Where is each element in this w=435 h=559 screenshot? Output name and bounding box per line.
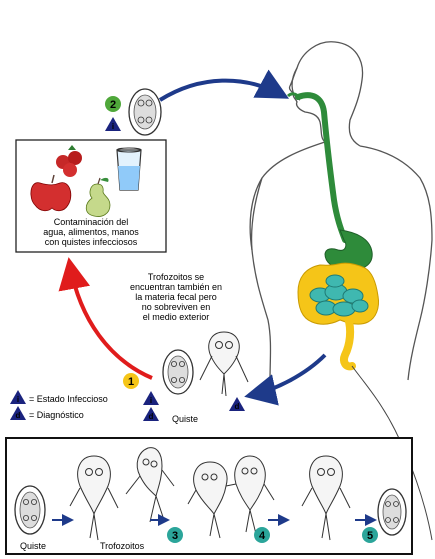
svg-text:i: i <box>17 395 19 404</box>
trophozoites-label-bottom: Trofozoitos <box>100 541 145 551</box>
bottom-trophozoite-1 <box>69 455 119 541</box>
stage1-trophozoite <box>199 331 249 397</box>
svg-text:d: d <box>16 411 21 420</box>
svg-text:encuentran también en: encuentran también en <box>130 282 222 292</box>
arrow-to-mouth <box>158 69 290 102</box>
legend-diagnostic: d = Diagnóstico <box>10 406 84 420</box>
stage1-infectious-marker: i <box>143 391 159 405</box>
stage1-diagnostic-marker: d <box>143 407 159 421</box>
contamination-box: Contaminación del agua, alimentos, manos… <box>15 139 167 253</box>
svg-text:d: d <box>235 402 240 411</box>
svg-text:Trofozoitos se: Trofozoitos se <box>148 272 204 282</box>
step-number: 2 <box>110 99 116 111</box>
infectious-symbol: i <box>112 122 114 131</box>
contamination-line-2: agua, alimentos, manos <box>43 227 139 237</box>
step-badge-3: 3 <box>167 527 183 543</box>
human-body-outline <box>249 41 433 381</box>
stage1-cyst <box>162 349 194 395</box>
water-glass-icon <box>116 147 142 191</box>
small-intestine <box>309 274 369 317</box>
svg-text:= Diagnóstico: = Diagnóstico <box>29 410 84 420</box>
bottom-dividing-trophozoites <box>187 455 275 539</box>
esophagus <box>295 92 348 243</box>
svg-text:d: d <box>149 412 154 421</box>
step-badge-5: 5 <box>362 527 378 543</box>
exit-arrow <box>244 353 327 406</box>
step-badge-4: 4 <box>254 527 270 543</box>
svg-text:no sobreviven en: no sobreviven en <box>142 302 211 312</box>
raspberry-icon <box>56 145 82 177</box>
bottom-cyst-left <box>14 485 46 535</box>
bottom-trophozoite-2 <box>125 447 175 523</box>
intestinal-stages-box: Quiste Trofozoitos 3 <box>5 437 413 555</box>
apple-icon <box>30 174 72 212</box>
contamination-line-1: Contaminación del <box>54 217 129 227</box>
legend-infectious: i = Estado Infeccioso <box>10 390 108 404</box>
legend: i = Estado Infeccioso d = Diagnóstico <box>10 390 108 420</box>
bottom-cyst-right <box>377 488 407 536</box>
infectious-marker-step2: i <box>105 117 121 131</box>
step2-cyst <box>128 88 162 136</box>
step-number: 5 <box>367 530 373 542</box>
contamination-line-3: con quistes infecciosos <box>45 237 138 247</box>
red-return-arrow <box>58 257 153 380</box>
step-badge-2: 2 <box>105 96 121 112</box>
svg-text:el medio exterior: el medio exterior <box>143 312 210 322</box>
svg-text:la materia fecal pero: la materia fecal pero <box>135 292 217 302</box>
cyst-label-bottom: Quiste <box>20 541 46 551</box>
digestive-tract <box>286 92 433 541</box>
step-number: 1 <box>128 376 134 388</box>
trophozoite-note: Trofozoitos se encuentran también en la … <box>130 272 222 322</box>
cyst-label-stage1: Quiste <box>172 414 198 424</box>
bottom-trophozoite-3 <box>301 455 351 541</box>
svg-text:i: i <box>150 396 152 405</box>
step-number: 3 <box>172 530 178 542</box>
exit-diagnostic-marker: d <box>229 397 245 411</box>
stomach <box>324 229 373 271</box>
pear-icon <box>85 177 111 217</box>
step-badge-1: 1 <box>123 373 139 389</box>
step-number: 4 <box>259 530 266 542</box>
svg-text:= Estado Infeccioso: = Estado Infeccioso <box>29 394 108 404</box>
